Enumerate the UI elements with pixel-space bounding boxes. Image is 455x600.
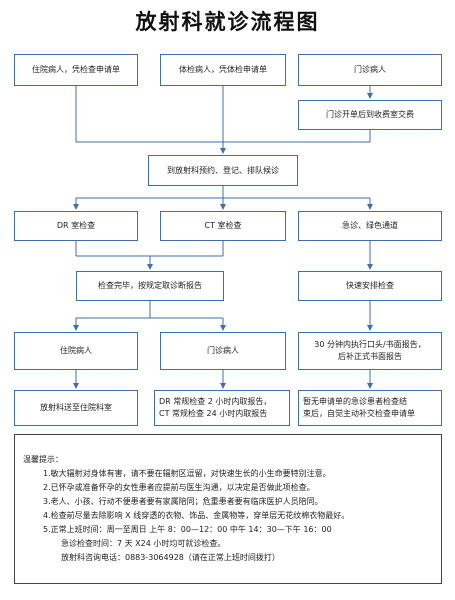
inpatient-request-label: 住院病人，凭检查申请单 [32,65,120,74]
notice-item: 2.已怀孕或准备怀孕的女性患者应提前与医生沟通，以决定是否做此项检查。 [43,483,315,492]
outpatient-label: 门诊病人 [354,65,386,74]
oral-report-line1: 30 分钟内执行口头/书面报告， [314,340,426,349]
physical-exam-box: 体检病人，凭体检申请单 [160,54,286,86]
ct-exam-box: CT 室检查 [160,211,286,241]
no-request-line1: 暂无申请单的急诊患者检查结 [303,397,407,406]
page-title: 放射科就诊流程图 [135,10,320,34]
no-request-box: 暂无申请单的急诊患者检查结 束后，自觉主动补交检查申请单 [298,390,442,426]
report-time-line2: CT 常规检查 24 小时内取报告 [159,409,268,418]
notice-phone: 放射科咨询电话：0883-3064928（请在正常上班时间拨打） [61,553,280,562]
exam-done-label: 检查完毕，按规定取诊断报告 [98,281,202,290]
fast-exam-label: 快速安排检查 [346,281,394,290]
send-ward-label: 放射科送至住院科室 [40,403,112,412]
ct-exam-label: CT 室检查 [204,221,242,230]
dr-exam-box: DR 室检查 [14,211,138,241]
report-time-box: DR 常规检查 2 小时内取报告， CT 常规检查 24 小时内取报告 [154,390,290,426]
notice-title: 温馨提示： [23,455,63,464]
result-outpatient-box: 门诊病人 [160,332,286,370]
fast-exam-box: 快速安排检查 [298,271,442,301]
oral-report-line2: 后补正式书面报告 [337,352,402,361]
exam-done-box: 检查完毕，按规定取诊断报告 [76,271,224,301]
dr-exam-label: DR 室检查 [56,221,96,230]
result-inpatient-label: 住院病人 [60,346,92,355]
outpatient-box: 门诊病人 [298,54,442,86]
register-box: 到放射科预约、登记、排队候诊 [148,155,298,186]
register-label: 到放射科预约、登记、排队候诊 [167,165,279,175]
send-ward-box: 放射科送至住院科室 [14,390,138,426]
report-time-line1: DR 常规检查 2 小时内取报告， [159,397,272,406]
result-inpatient-box: 住院病人 [14,332,138,370]
no-request-line2: 束后，自觉主动补交检查申请单 [303,409,415,418]
outpatient-billing-label: 门诊开单后到收费室交费 [326,110,414,119]
inpatient-request-box: 住院病人，凭检查申请单 [14,54,138,86]
oral-report-box: 30 分钟内执行口头/书面报告， 后补正式书面报告 [298,332,442,370]
notice-item: 1.敏大辐射对身体有害，请不要在辐射区逗留，对快速生长的小生命要特别注意。 [43,469,331,478]
notice-item: 3.老人、小孩、行动不便患者要有家属陪同；危重患者要有临床医护人员陪同。 [43,497,323,506]
notice-item: 4.检查前尽量去除影响 X 线穿透的衣物、饰品、金属物等，穿单层无花纹棉衣物最好… [43,511,350,520]
emergency-channel-box: 急诊、绿色通道 [298,211,442,241]
notice-panel: 温馨提示： 1.敏大辐射对身体有害，请不要在辐射区逗留，对快速生长的小生命要特别… [14,434,442,584]
physical-exam-label: 体检病人，凭体检申请单 [179,65,267,74]
emergency-channel-label: 急诊、绿色通道 [342,221,398,230]
notice-emergency-hours: 急诊检查时间：7 天 X24 小时均可就诊检查。 [61,539,226,548]
notice-item: 5.正常上班时间：周一至周日 上午 8：00—12：00 中午 14：30—下午… [43,525,332,534]
result-outpatient-label: 门诊病人 [207,346,239,355]
outpatient-billing-box: 门诊开单后到收费室交费 [298,100,442,130]
